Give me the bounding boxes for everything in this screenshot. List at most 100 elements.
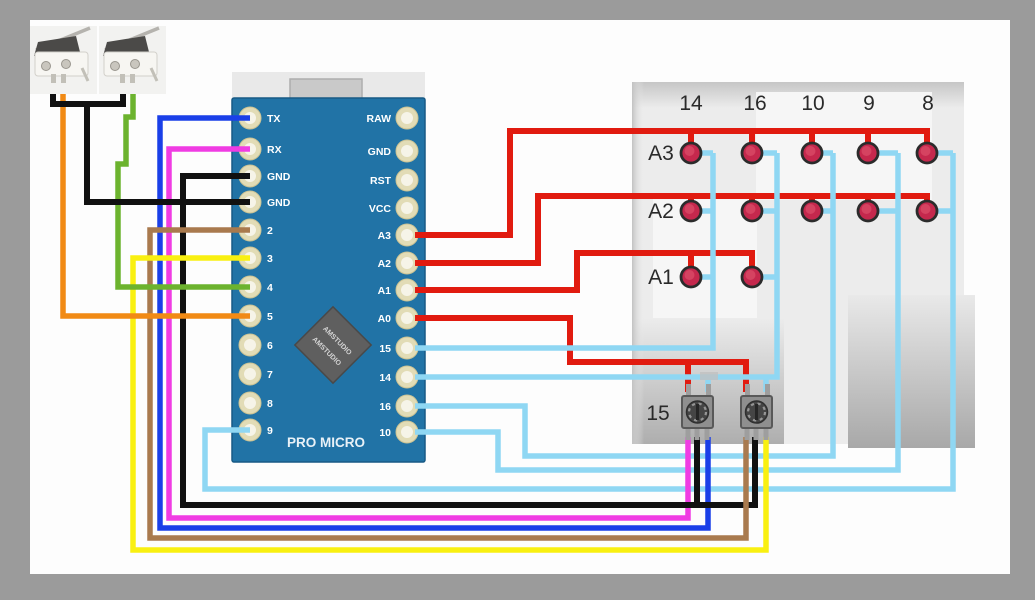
push-button-highlight xyxy=(684,270,695,280)
pin-label-A2: A2 xyxy=(378,258,392,270)
pin-label-4: 4 xyxy=(267,282,273,294)
encoder-top-pin xyxy=(745,384,750,397)
pin-label-VCC: VCC xyxy=(369,203,392,215)
encoder-bottom-pin xyxy=(694,427,700,440)
encoder-knob-notches xyxy=(746,402,767,422)
pin-label-GND: GND xyxy=(368,146,392,158)
switch-pin xyxy=(51,74,56,83)
push-button-highlight xyxy=(920,204,931,214)
wire-rx-magenta xyxy=(166,146,691,521)
pin-label-7: 7 xyxy=(267,369,273,381)
wire-pin15-col1 xyxy=(415,153,716,351)
wire-pin9-col5 xyxy=(202,153,956,492)
wire-pin2-brown xyxy=(147,227,749,541)
pin-label-RX: RX xyxy=(267,144,282,156)
wire-gnd-encoders-black xyxy=(180,173,758,508)
wire-joint-tab xyxy=(700,372,718,380)
pin-hole-center xyxy=(401,112,413,124)
pin-label-2: 2 xyxy=(267,225,273,237)
pin-hole-center xyxy=(401,371,413,383)
encoder-slot xyxy=(755,404,758,420)
pin-label-9: 9 xyxy=(267,425,273,437)
row-label-A2: A2 xyxy=(648,200,674,223)
switch-hole xyxy=(61,59,71,69)
pin-hole-center xyxy=(244,339,256,351)
pin-label-RAW: RAW xyxy=(367,113,392,125)
push-button-highlight xyxy=(745,204,756,214)
pin-hole-center xyxy=(401,312,413,324)
switch-top-housing xyxy=(103,36,150,56)
push-button-highlight xyxy=(805,146,816,156)
pin-label-A3: A3 xyxy=(378,230,392,242)
pin-hole-center xyxy=(401,145,413,157)
wire-pin5-orange xyxy=(60,76,250,319)
wire-a0-encoder-bus xyxy=(415,315,749,392)
column-label-16: 16 xyxy=(743,92,766,115)
encoder-bottom-pin xyxy=(744,427,750,440)
wire-pin14-col2 xyxy=(415,153,780,380)
pin-label-TX: TX xyxy=(267,113,280,125)
switch-hole xyxy=(41,61,51,71)
column-label-8: 8 xyxy=(922,92,934,115)
switch-nc-pin xyxy=(149,67,159,82)
encoder-bottom-pin xyxy=(753,427,759,440)
wire-a1-row-bus xyxy=(415,250,755,293)
rotary-encoder-1 xyxy=(681,384,714,440)
switch-pin xyxy=(61,74,66,83)
column-label-9: 9 xyxy=(863,92,875,115)
encoder-slot xyxy=(696,404,699,420)
rotary-encoder-2 xyxy=(740,384,773,440)
pin-hole-center xyxy=(401,342,413,354)
pin-label-A0: A0 xyxy=(378,313,392,325)
column-label-10: 10 xyxy=(801,92,824,115)
row-label-A3: A3 xyxy=(648,142,674,165)
push-button-highlight xyxy=(861,204,872,214)
wire-pin16-col3 xyxy=(415,153,836,459)
pin-label-3: 3 xyxy=(267,253,273,265)
pin-hole-center xyxy=(401,284,413,296)
encoder-top-pin xyxy=(765,384,770,397)
pin-label-10: 10 xyxy=(379,427,391,439)
wire-a2-row-bus xyxy=(415,193,930,266)
pro-micro-board xyxy=(231,97,426,463)
switch-hole xyxy=(110,61,120,71)
switch-hole xyxy=(130,59,140,69)
switch-nc-pin xyxy=(80,67,90,82)
panel-shade-bottom-right xyxy=(848,295,975,448)
pin-label-RST: RST xyxy=(370,175,392,187)
push-button-highlight xyxy=(684,204,695,214)
pin-hole-center xyxy=(401,229,413,241)
push-button-highlight xyxy=(861,146,872,156)
pin-label-A1: A1 xyxy=(378,285,392,297)
pin-label-16: 16 xyxy=(379,401,391,413)
switch-pin xyxy=(120,74,125,83)
switch-top-housing xyxy=(34,36,81,56)
wire-switches-gnd-trunk xyxy=(84,104,250,205)
microswitch-1 xyxy=(30,26,97,94)
pin-hole-center xyxy=(401,174,413,186)
panel-inset-top xyxy=(756,92,932,200)
wire-pin4-green xyxy=(115,76,250,290)
encoder-top-pin xyxy=(686,384,691,397)
pin-hole-center xyxy=(401,202,413,214)
pin-label-GND: GND xyxy=(267,197,291,209)
pin-hole-center xyxy=(401,426,413,438)
push-button-highlight xyxy=(745,146,756,156)
wire-tx-blue xyxy=(157,115,711,531)
push-button-highlight xyxy=(684,146,695,156)
microswitch-2 xyxy=(99,26,166,94)
pin-label-15: 15 xyxy=(379,343,391,355)
wire-pin10-col4 xyxy=(415,153,901,473)
row-label-15: 15 xyxy=(646,402,669,425)
panel-left-shadow xyxy=(632,82,644,444)
push-button-highlight xyxy=(920,146,931,156)
pin-label-8: 8 xyxy=(267,398,273,410)
encoder-bottom-pin xyxy=(704,427,710,440)
encoder-knob-notches xyxy=(687,402,708,422)
encoder-bottom-pin xyxy=(685,427,691,440)
wire-a3-row-bus xyxy=(415,128,930,238)
column-label-14: 14 xyxy=(679,92,703,115)
pin-label-14: 14 xyxy=(379,372,391,384)
